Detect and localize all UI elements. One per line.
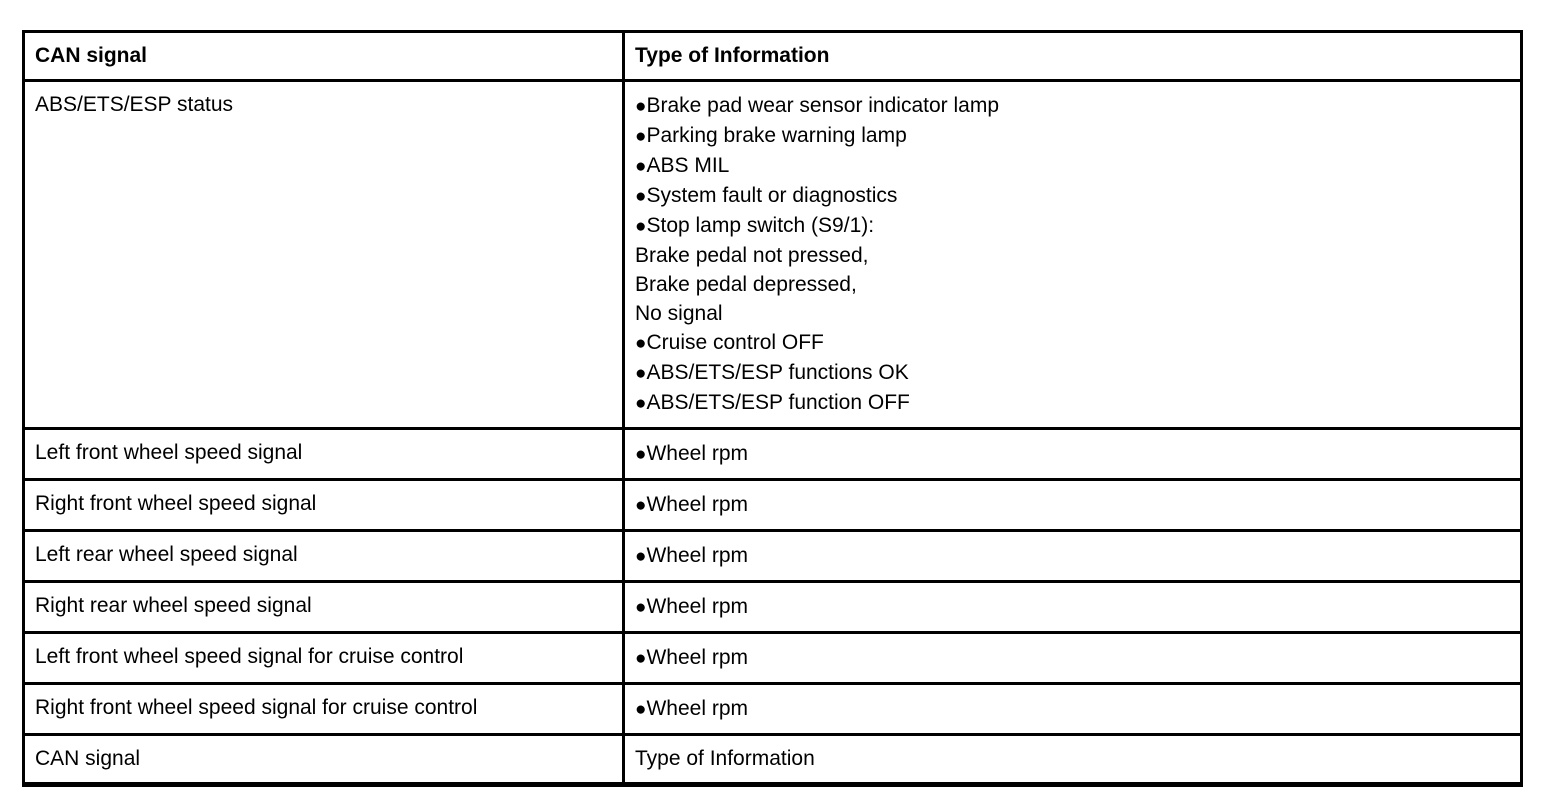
info-cell: ●Wheel rpm	[622, 478, 1523, 532]
info-cell: ●Wheel rpm	[622, 580, 1523, 634]
signal-cell: ABS/ETS/ESP status	[22, 79, 625, 430]
bullet-icon: ●	[635, 216, 647, 237]
can-signal-table: CAN signal Type of Information ABS/ETS/E…	[22, 30, 1523, 787]
info-line: ●Wheel rpm	[635, 592, 1510, 622]
info-line: ●ABS/ETS/ESP functions OK	[635, 358, 1510, 388]
signal-cell: Left front wheel speed signal for cruise…	[22, 631, 625, 685]
table-row: Left rear wheel speed signal ●Wheel rpm	[22, 529, 1523, 583]
table-header-row: CAN signal Type of Information	[22, 30, 1523, 82]
info-line: ●Cruise control OFF	[635, 328, 1510, 358]
info-line: ●Parking brake warning lamp	[635, 121, 1510, 151]
info-line: No signal	[635, 302, 723, 325]
info-line: ●Stop lamp switch (S9/1):	[635, 211, 1510, 241]
column-header-can-signal: CAN signal	[22, 30, 625, 82]
bullet-icon: ●	[635, 393, 647, 414]
info-line: ●Brake pad wear sensor indicator lamp	[635, 91, 1510, 121]
info-cell: ●Wheel rpm	[622, 529, 1523, 583]
info-line: ●Wheel rpm	[635, 694, 1510, 724]
bullet-icon: ●	[635, 495, 647, 516]
info-cell: ●Wheel rpm	[622, 427, 1523, 481]
table-row: Right rear wheel speed signal ●Wheel rpm	[22, 580, 1523, 634]
signal-cell: Right front wheel speed signal	[22, 478, 625, 532]
footer-can-signal: CAN signal	[22, 733, 625, 786]
bullet-icon: ●	[635, 648, 647, 669]
info-cell: ●Wheel rpm	[622, 682, 1523, 736]
footer-type-of-information: Type of Information	[622, 733, 1523, 786]
info-line: Brake pedal depressed,	[635, 273, 857, 296]
bullet-icon: ●	[635, 333, 647, 354]
info-line: ●Wheel rpm	[635, 490, 1510, 520]
bullet-icon: ●	[635, 186, 647, 207]
column-header-type-of-information: Type of Information	[622, 30, 1523, 82]
info-line: ●Wheel rpm	[635, 541, 1510, 571]
bullet-icon: ●	[635, 363, 647, 384]
bullet-icon: ●	[635, 126, 647, 147]
info-line: ●Wheel rpm	[635, 643, 1510, 673]
bullet-icon: ●	[635, 699, 647, 720]
signal-cell: Right rear wheel speed signal	[22, 580, 625, 634]
table-row: ABS/ETS/ESP status●Brake pad wear sensor…	[22, 79, 1523, 430]
bullet-icon: ●	[635, 156, 647, 177]
info-cell: ●Wheel rpm	[622, 631, 1523, 685]
bullet-icon: ●	[635, 597, 647, 618]
info-line: Brake pedal not pressed,	[635, 244, 869, 267]
bullet-icon: ●	[635, 546, 647, 567]
table-row: Left front wheel speed signal for cruise…	[22, 631, 1523, 685]
table-row: Right front wheel speed signal for cruis…	[22, 682, 1523, 736]
table-footer-row: CAN signal Type of Information	[22, 733, 1523, 786]
bullet-icon: ●	[635, 96, 647, 117]
info-line: ●System fault or diagnostics	[635, 181, 1510, 211]
signal-cell: Left rear wheel speed signal	[22, 529, 625, 583]
table-row: Left front wheel speed signal ●Wheel rpm	[22, 427, 1523, 481]
info-line: ●ABS/ETS/ESP function OFF	[635, 388, 1510, 418]
info-line: ●Wheel rpm	[635, 439, 1510, 469]
table-row: Right front wheel speed signal ●Wheel rpm	[22, 478, 1523, 532]
signal-cell: Right front wheel speed signal for cruis…	[22, 682, 625, 736]
info-line: ●ABS MIL	[635, 151, 1510, 181]
table-body: ABS/ETS/ESP status●Brake pad wear sensor…	[22, 79, 1523, 736]
info-cell: ●Brake pad wear sensor indicator lamp●Pa…	[622, 79, 1523, 430]
signal-cell: Left front wheel speed signal	[22, 427, 625, 481]
bullet-icon: ●	[635, 444, 647, 465]
